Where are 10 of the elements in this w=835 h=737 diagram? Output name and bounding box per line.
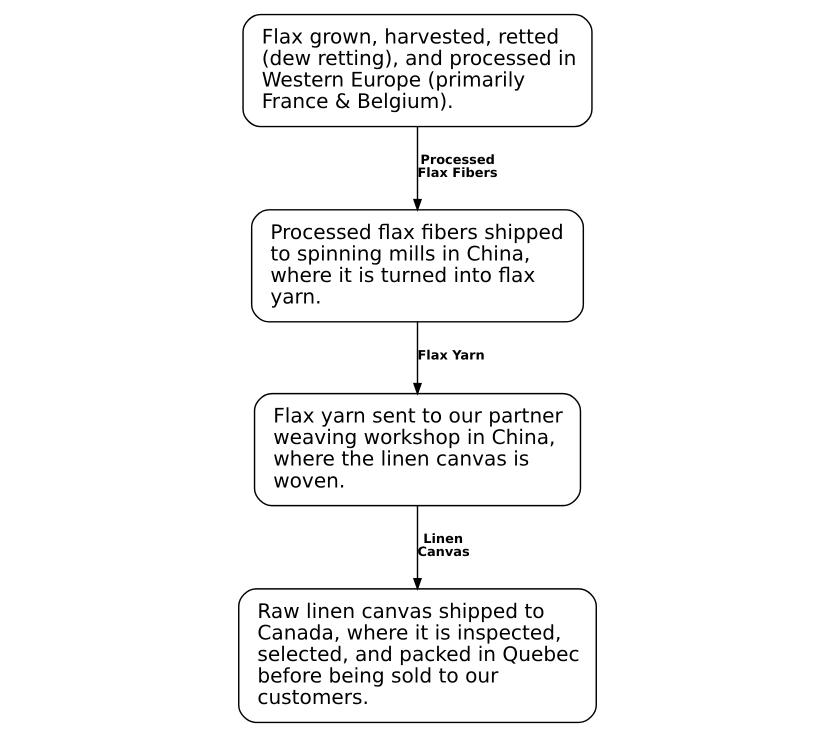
arrow xyxy=(412,322,422,396)
node-box: Processed flax fibers shipped to spinning mills in China, where it is turned into flax yarn. xyxy=(250,209,584,323)
edge-label: Processed Flax Fibers xyxy=(418,153,498,182)
node-box: Flax yarn sent to our partner weaving workshop in China, where the linen canvas is woven. xyxy=(254,392,582,506)
arrow xyxy=(412,126,422,212)
node-box: Raw linen canvas shipped to Canada, where it is inspected, selected, and packed in Quebec before being sold to our customers. xyxy=(238,588,597,724)
arrow xyxy=(412,506,422,591)
node-box: Flax grown, harvested, retted (dew retting), and processed in Western Europe (primarily France & Belgium). xyxy=(242,14,593,128)
edge-label: Linen Canvas xyxy=(418,532,470,560)
edge-label: Flax Yarn xyxy=(418,348,485,364)
